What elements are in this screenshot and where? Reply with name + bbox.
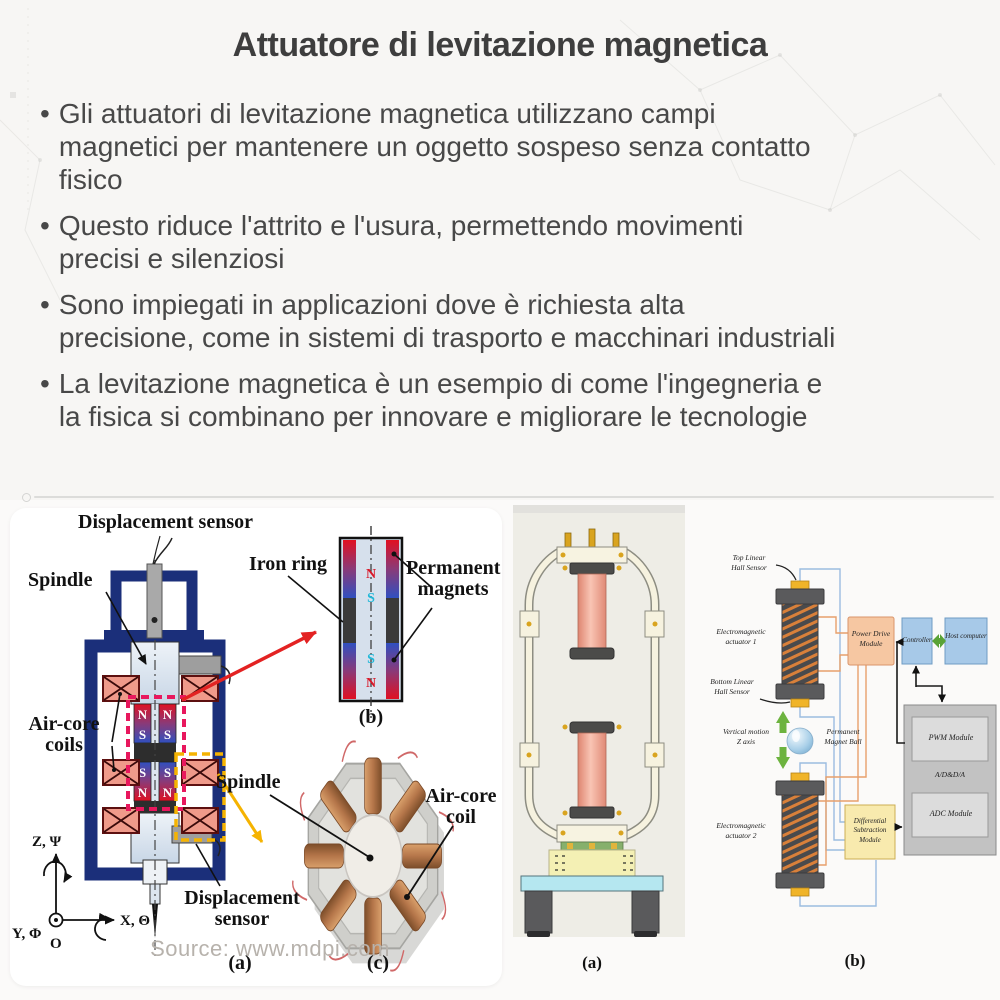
svg-text:N: N [163,785,173,800]
label-pointers [105,591,221,887]
bullet-marker: • [40,289,50,320]
svg-text:S: S [164,727,171,742]
label-top-hall-sensor: Top Linear Hall Sensor [731,553,767,573]
power-drive-box [847,616,895,666]
svg-text:S: S [139,765,146,780]
electromagnetic-actuator-2 [775,772,825,897]
label-actuator-2: Electromagnetic actuator 2 [716,821,766,841]
coil-wires [292,740,454,972]
vertical-motion-arrows [776,711,790,769]
list-item: • Gli attuatori di levitazione magnetica… [40,97,985,196]
displacement-sensor-rod [146,535,173,639]
list-item: • La levitazione magnetica è un esempio … [40,367,985,433]
inset-radial-coils [269,740,454,972]
bullet-marker: • [40,210,50,241]
divider-line [34,496,994,498]
svg-text:Y, Φ: Y, Φ [12,926,41,942]
label-permanent-magnets: Permanent magnets [406,557,501,600]
svg-text:N: N [138,785,148,800]
pole-letters: N N S S S S N N [138,707,173,800]
label-magnet-ball: Permanent Magnet Ball [824,727,862,747]
yellow-arrow [216,773,264,843]
cross-section-diagram: N N S S S S N N [12,526,454,972]
label-bottom-hall-sensor: Bottom Linear Hall Sensor [710,677,754,697]
bullet-marker: • [40,98,50,129]
list-item: • Sono impiegati in applicazioni dove è … [40,288,985,354]
coordinate-axes [43,853,115,941]
svg-text:N: N [163,707,173,722]
bullet-text: Sono impiegati in applicazioni dove è ri… [58,289,836,353]
source-watermark: Source: www.mdpi.com [150,936,390,961]
panel-block-diagram: Top Linear Hall Sensor Electromagnetic a… [690,505,1000,990]
caption-block: (b) [844,951,866,970]
bullet-marker: • [40,368,50,399]
label-controller: Controller [902,636,932,644]
hall-pointers [759,564,797,704]
label-displacement-sensor-top: Displacement sensor [78,511,253,533]
coil-highlight-box [174,752,226,842]
diff-subtraction-box [844,804,896,860]
svg-text:S: S [367,591,375,606]
label-power-drive-module: Power Drive Module [851,629,891,649]
svg-text:N: N [366,567,376,582]
label-iron-ring: Iron ring [249,553,327,575]
label-adda: A/D&D/A [935,770,965,779]
copper-coils [304,757,442,955]
divider-dot [22,493,31,502]
svg-text:S: S [367,652,375,667]
top-plate [556,528,628,564]
label-adc-module: ADC Module [929,809,973,818]
caption-c: (c) [366,952,390,974]
red-arrow [181,630,317,702]
dsp-module-box [903,704,997,856]
caption-cad: (a) [582,953,602,972]
svg-text:S: S [139,727,146,742]
label-diff-subtraction: Differential Subtraction Module [853,817,887,844]
signal-wires-orange [818,616,867,866]
svg-text:N: N [138,707,148,722]
hinge-blocks [519,610,665,768]
caption-b: (b) [358,706,384,728]
svg-text:S: S [164,765,171,780]
panel-cad-render: (a) [513,505,685,990]
figure-area: N N S S S S N N [0,493,1000,1000]
label-host-computer: Host computer [945,632,987,640]
block-diagram [759,564,997,907]
page-title: Attuatore di levitazione magnetica [232,26,768,64]
list-item: • Questo riduce l'attrito e l'usura, per… [40,209,985,275]
control-connections [894,638,946,831]
label-displacement-sensor-bottom: Displacement sensor [184,887,300,930]
upper-actuator-coil [562,562,622,660]
bullet-text: Questo riduce l'attrito e l'usura, perme… [58,210,744,274]
label-spindle-top: Spindle [28,569,93,591]
label-spindle-c: Spindle [216,771,281,793]
svg-text:Z, Ψ: Z, Ψ [32,834,62,850]
axis-labels: Z, Ψ X, Θ Y, Φ O [12,834,150,952]
svg-text:N: N [366,676,376,691]
label-vertical-motion: Vertical motion Z axis [722,727,770,747]
svg-text:X, Θ: X, Θ [120,913,150,929]
inset-magnet-stack: N S S N [287,526,433,718]
frame-arms [524,546,660,840]
label-pwm-module: PWM Module [928,733,974,742]
label-actuator-1: Electromagnetic actuator 1 [716,627,766,647]
bullet-text: La levitazione magnetica è un esempio di… [58,368,823,432]
cad-drawing [513,505,685,937]
lower-actuator-coil [562,721,622,819]
label-air-core-coil: Air-core coil [425,785,497,828]
electromagnetic-actuator-1 [775,580,825,708]
svg-text:O: O [50,936,62,952]
base-assembly [520,824,664,937]
bullet-list: • Gli attuatori di levitazione magnetica… [40,97,985,446]
signal-wires-blue [799,568,877,907]
caption-a: (a) [228,952,252,974]
label-air-core-coils: Air-core coils [28,713,100,756]
controller-box [901,617,933,665]
bullet-text: Gli attuatori di levitazione magnetica u… [58,98,811,195]
green-exchange-arrow [932,634,946,648]
permanent-magnet-ball [786,727,814,755]
host-computer-box [944,617,988,665]
panel-cross-section: N N S S S S N N [10,508,502,986]
